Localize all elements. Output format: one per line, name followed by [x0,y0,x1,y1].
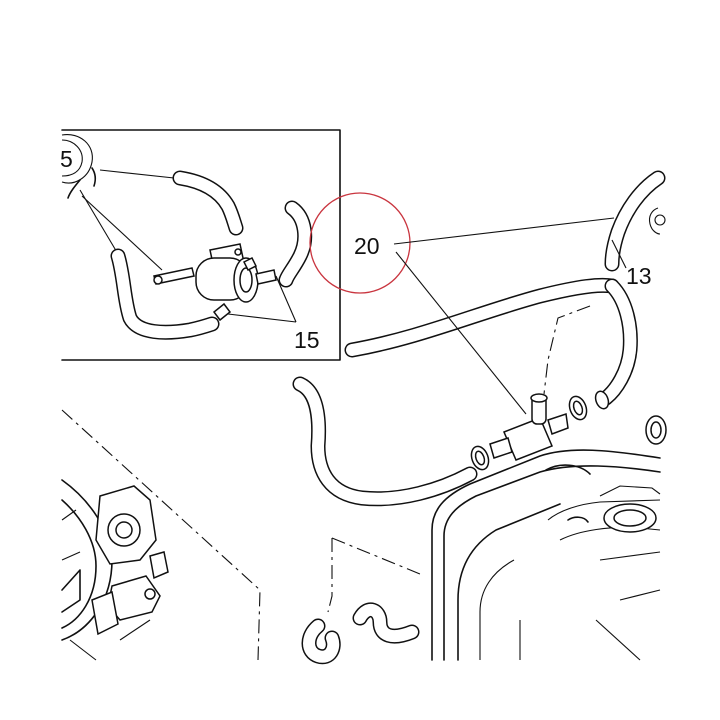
callout-label-15: 15 [294,327,320,353]
hose-left-s [292,376,478,507]
callout-label-20: 20 [354,233,380,259]
fuel-tank [431,415,667,661]
small-hose-right [352,602,420,644]
hose-top-right [604,170,666,272]
inset-detail-box: 5 [60,129,341,361]
callout-label-5: 5 [60,146,73,172]
callout-13: 13 [611,207,666,289]
hose-clamp-left [470,445,490,471]
hose-clamp-right [594,390,610,410]
callout-20: 20 [309,192,615,415]
small-hose-left [301,618,341,665]
tee-fitting [489,393,569,461]
inset-hose-right [278,200,313,288]
inset-hose-lower [110,248,220,340]
inset-hose-upper [172,170,244,236]
vent-pipe-long [344,277,620,358]
callout-label-13: 13 [626,263,652,289]
callout-bubble-5: 5 [60,134,93,184]
inset-valve-assembly [153,243,277,322]
throttle-body [61,409,261,661]
hose-clamp-mid [568,395,588,421]
callout-20-highlight-circle [309,192,411,294]
hose-right-vertical [598,278,638,406]
